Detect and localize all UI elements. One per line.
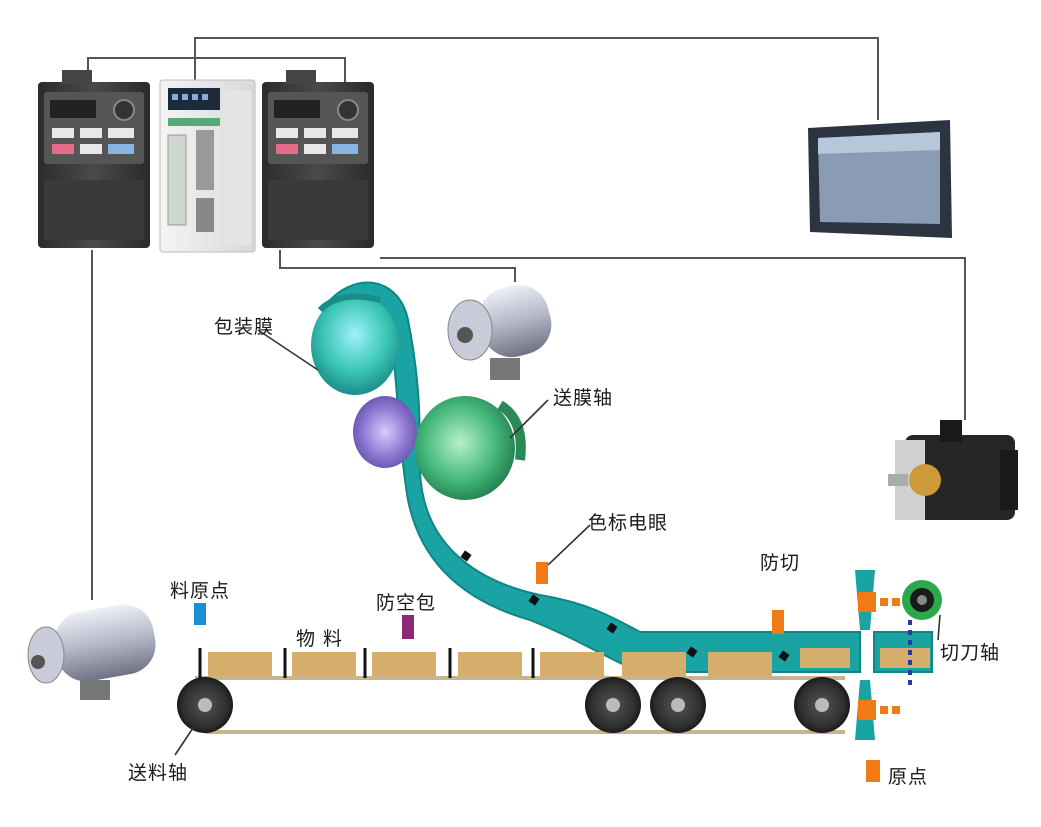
feed-motor — [27, 604, 156, 700]
conveyor — [177, 648, 930, 734]
purple-idler-roller — [353, 396, 417, 468]
cutter-assembly — [855, 570, 942, 740]
leader-lines — [174, 329, 941, 756]
label-cutter-shaft: 切刀轴 — [940, 642, 1001, 664]
cutter-servo-motor — [888, 420, 1018, 520]
material-origin-sensor — [194, 603, 206, 625]
product-items — [208, 648, 930, 676]
conveyor-wheel-2 — [585, 677, 641, 733]
wire-drive-to-motor-top — [279, 250, 516, 282]
cutter-origin-sensor-bottom — [858, 700, 876, 720]
label-anti-cut: 防切 — [760, 552, 801, 574]
film-feed-motor — [447, 284, 552, 380]
label-film-feed-shaft: 送膜轴 — [553, 387, 614, 409]
color-mark-sensor — [536, 562, 548, 584]
wire-drive-to-servo — [380, 257, 966, 420]
cutter-origin-sensor-top — [858, 592, 876, 612]
label-material-origin: 料原点 — [170, 580, 231, 602]
label-anti-empty-bag: 防空包 — [376, 592, 437, 614]
label-packaging-film: 包装膜 — [214, 316, 275, 338]
anti-cut-sensor — [772, 610, 784, 634]
label-feed-shaft: 送料轴 — [128, 762, 189, 784]
anti-empty-bag-sensor — [402, 615, 414, 639]
label-material: 物 料 — [296, 628, 344, 650]
packaging-film-roll — [311, 293, 399, 395]
conveyor-wheel-3 — [650, 677, 706, 733]
inverter-drive-right — [262, 70, 374, 248]
servo-drive — [159, 79, 256, 253]
conveyor-pushers — [198, 648, 535, 678]
feed-shaft-wheel — [177, 677, 233, 733]
conveyor-wheel-4 — [794, 677, 850, 733]
label-origin: 原点 — [888, 766, 929, 788]
origin-legend-marker — [866, 760, 880, 782]
wire-drive-to-hmi — [194, 37, 879, 120]
label-color-mark-sensor: 色标电眼 — [588, 512, 669, 534]
inverter-drive-left — [38, 70, 150, 248]
hmi-touch-panel — [808, 120, 952, 238]
color-marks — [460, 550, 790, 662]
film-feed-roller — [415, 396, 526, 500]
